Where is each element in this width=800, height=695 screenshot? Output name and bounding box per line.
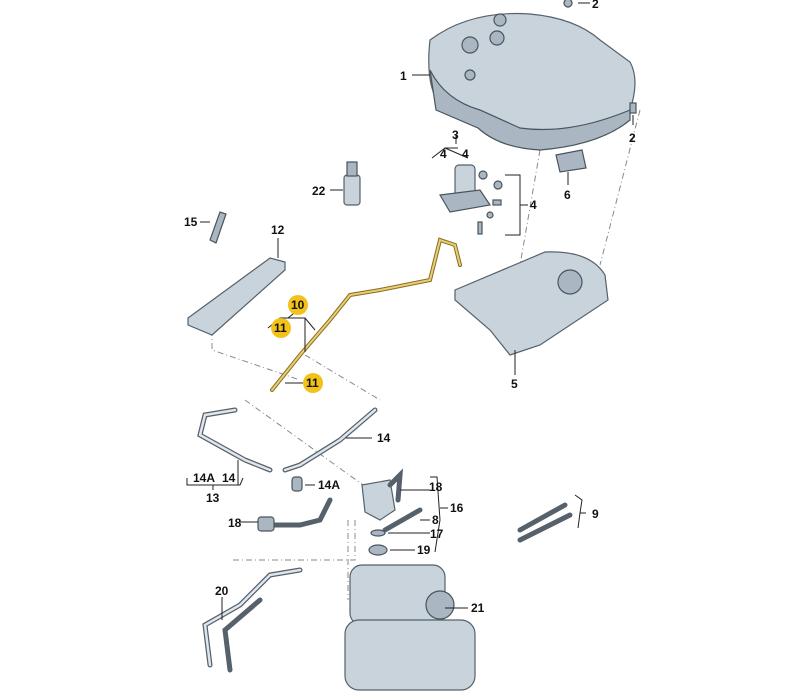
callout-16[interactable]: 16 [450, 501, 464, 515]
sensor-part-9[interactable] [517, 502, 573, 543]
callout-9[interactable]: 9 [592, 507, 599, 521]
callout-14A[interactable]: 14A [318, 478, 340, 492]
callout-22[interactable]: 22 [312, 184, 326, 198]
callout-2[interactable]: 2 [592, 0, 599, 11]
leader-lines [186, 2, 634, 620]
callout-14[interactable]: 14 [377, 431, 391, 445]
callout-5[interactable]: 5 [511, 377, 518, 391]
line-part-18[interactable] [257, 497, 333, 532]
unit-part-16[interactable] [361, 468, 404, 521]
pump-part-3[interactable] [439, 164, 492, 213]
bracket-part-6[interactable] [555, 149, 587, 173]
callout-20[interactable]: 20 [215, 584, 229, 598]
line-part-14[interactable] [197, 407, 378, 473]
wedge-part-15[interactable] [209, 211, 227, 244]
line-part-20[interactable] [202, 567, 303, 673]
carrier-part-5[interactable] [454, 251, 609, 356]
callout-8[interactable]: 8 [432, 513, 439, 527]
small-parts-4[interactable] [477, 170, 503, 235]
callout-14[interactable]: 14 [222, 471, 236, 485]
callout-11[interactable]: 11 [274, 321, 287, 335]
callout-6[interactable]: 6 [564, 188, 571, 202]
tank-part-1[interactable] [428, 12, 636, 151]
clip-part-14A[interactable] [291, 476, 303, 492]
bolt-part-2[interactable] [629, 102, 637, 114]
callout-14A[interactable]: 14A [193, 471, 215, 485]
callout-4[interactable]: 4 [462, 147, 469, 161]
bolt-part-2[interactable] [563, 0, 573, 8]
assembly-guide-lines [211, 109, 641, 600]
callout-15[interactable]: 15 [184, 215, 198, 229]
callout-3[interactable]: 3 [452, 128, 459, 142]
heated-line-part-10[interactable] [270, 237, 462, 392]
callout-13[interactable]: 13 [206, 491, 220, 505]
seal-part-17[interactable] [370, 529, 386, 537]
cap-part-19[interactable] [368, 544, 388, 556]
callout-4[interactable]: 4 [530, 198, 537, 212]
callout-18[interactable]: 18 [429, 480, 443, 494]
callout-19[interactable]: 19 [417, 543, 431, 557]
highlight-badges [271, 295, 323, 393]
callout-4[interactable]: 4 [440, 147, 447, 161]
bottle-part-22[interactable] [343, 161, 361, 206]
callout-labels: 1 2 2 3 4 4 4 5 6 8 9 10 11 11 12 13 14 … [184, 0, 636, 615]
callout-11[interactable]: 11 [306, 376, 319, 390]
callout-12[interactable]: 12 [271, 223, 285, 237]
callout-2[interactable]: 2 [629, 131, 636, 145]
sensor-part-8[interactable] [382, 507, 423, 533]
callout-1[interactable]: 1 [400, 69, 407, 83]
converter-part-21[interactable] [344, 564, 476, 691]
callout-18[interactable]: 18 [228, 516, 242, 530]
callout-17[interactable]: 17 [430, 527, 444, 541]
shield-part-12[interactable] [187, 257, 286, 336]
callout-21[interactable]: 21 [471, 601, 485, 615]
callout-10[interactable]: 10 [291, 298, 305, 312]
